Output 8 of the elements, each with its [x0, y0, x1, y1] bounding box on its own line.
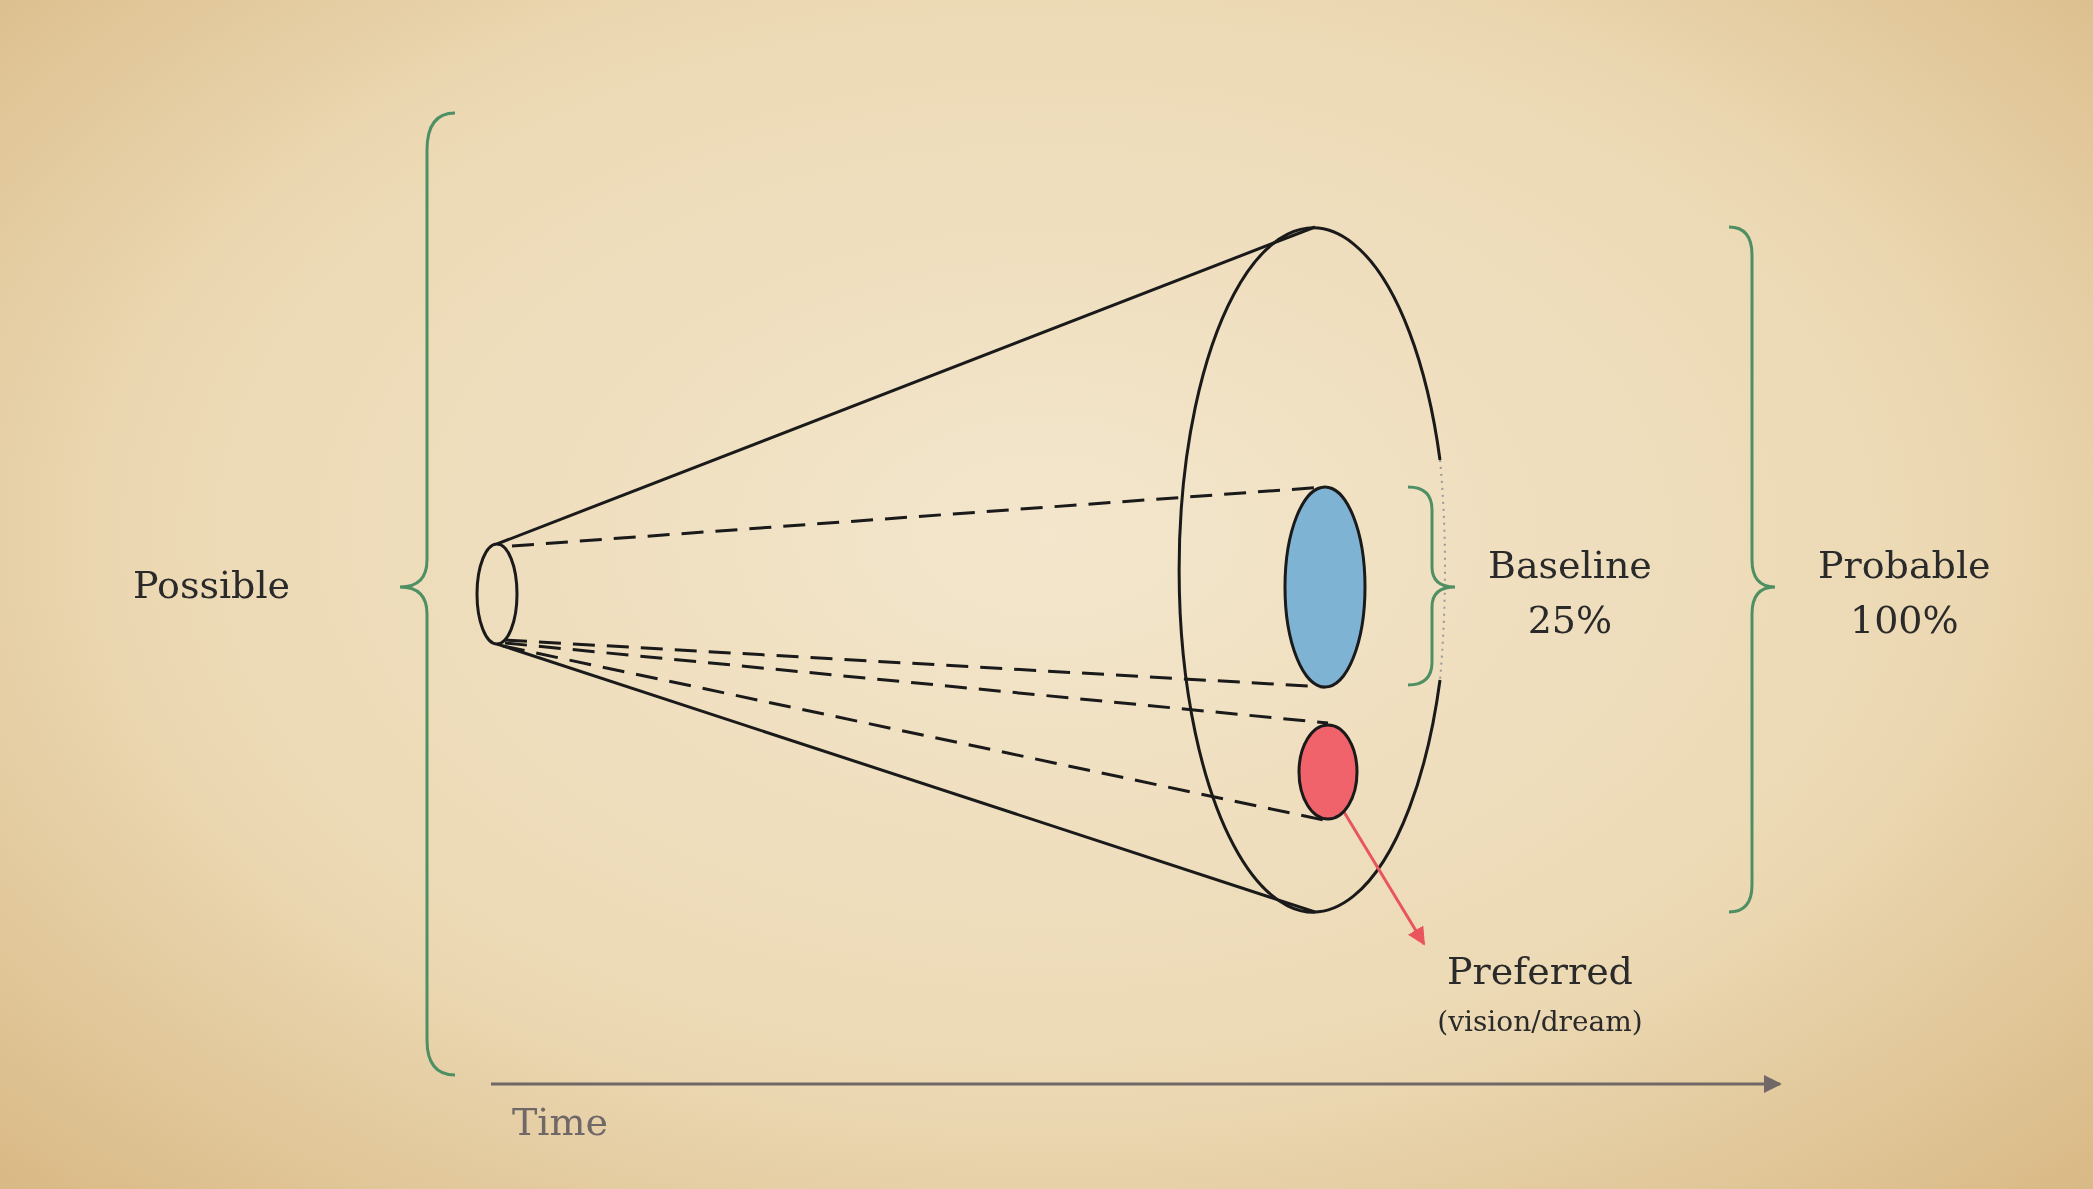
node-title: Preferred [1446, 948, 1634, 995]
node-subtitle: (vision/dream) [1436, 1004, 1644, 1040]
arrow [1342, 811, 1426, 946]
axis-label: Time [512, 1099, 609, 1146]
brace-label: Baseline 25% [1488, 542, 1652, 645]
brace-label: Possible [133, 562, 291, 609]
brace-label: Probable 100% [1818, 542, 1991, 645]
preferred-ellipse [1297, 723, 1359, 821]
